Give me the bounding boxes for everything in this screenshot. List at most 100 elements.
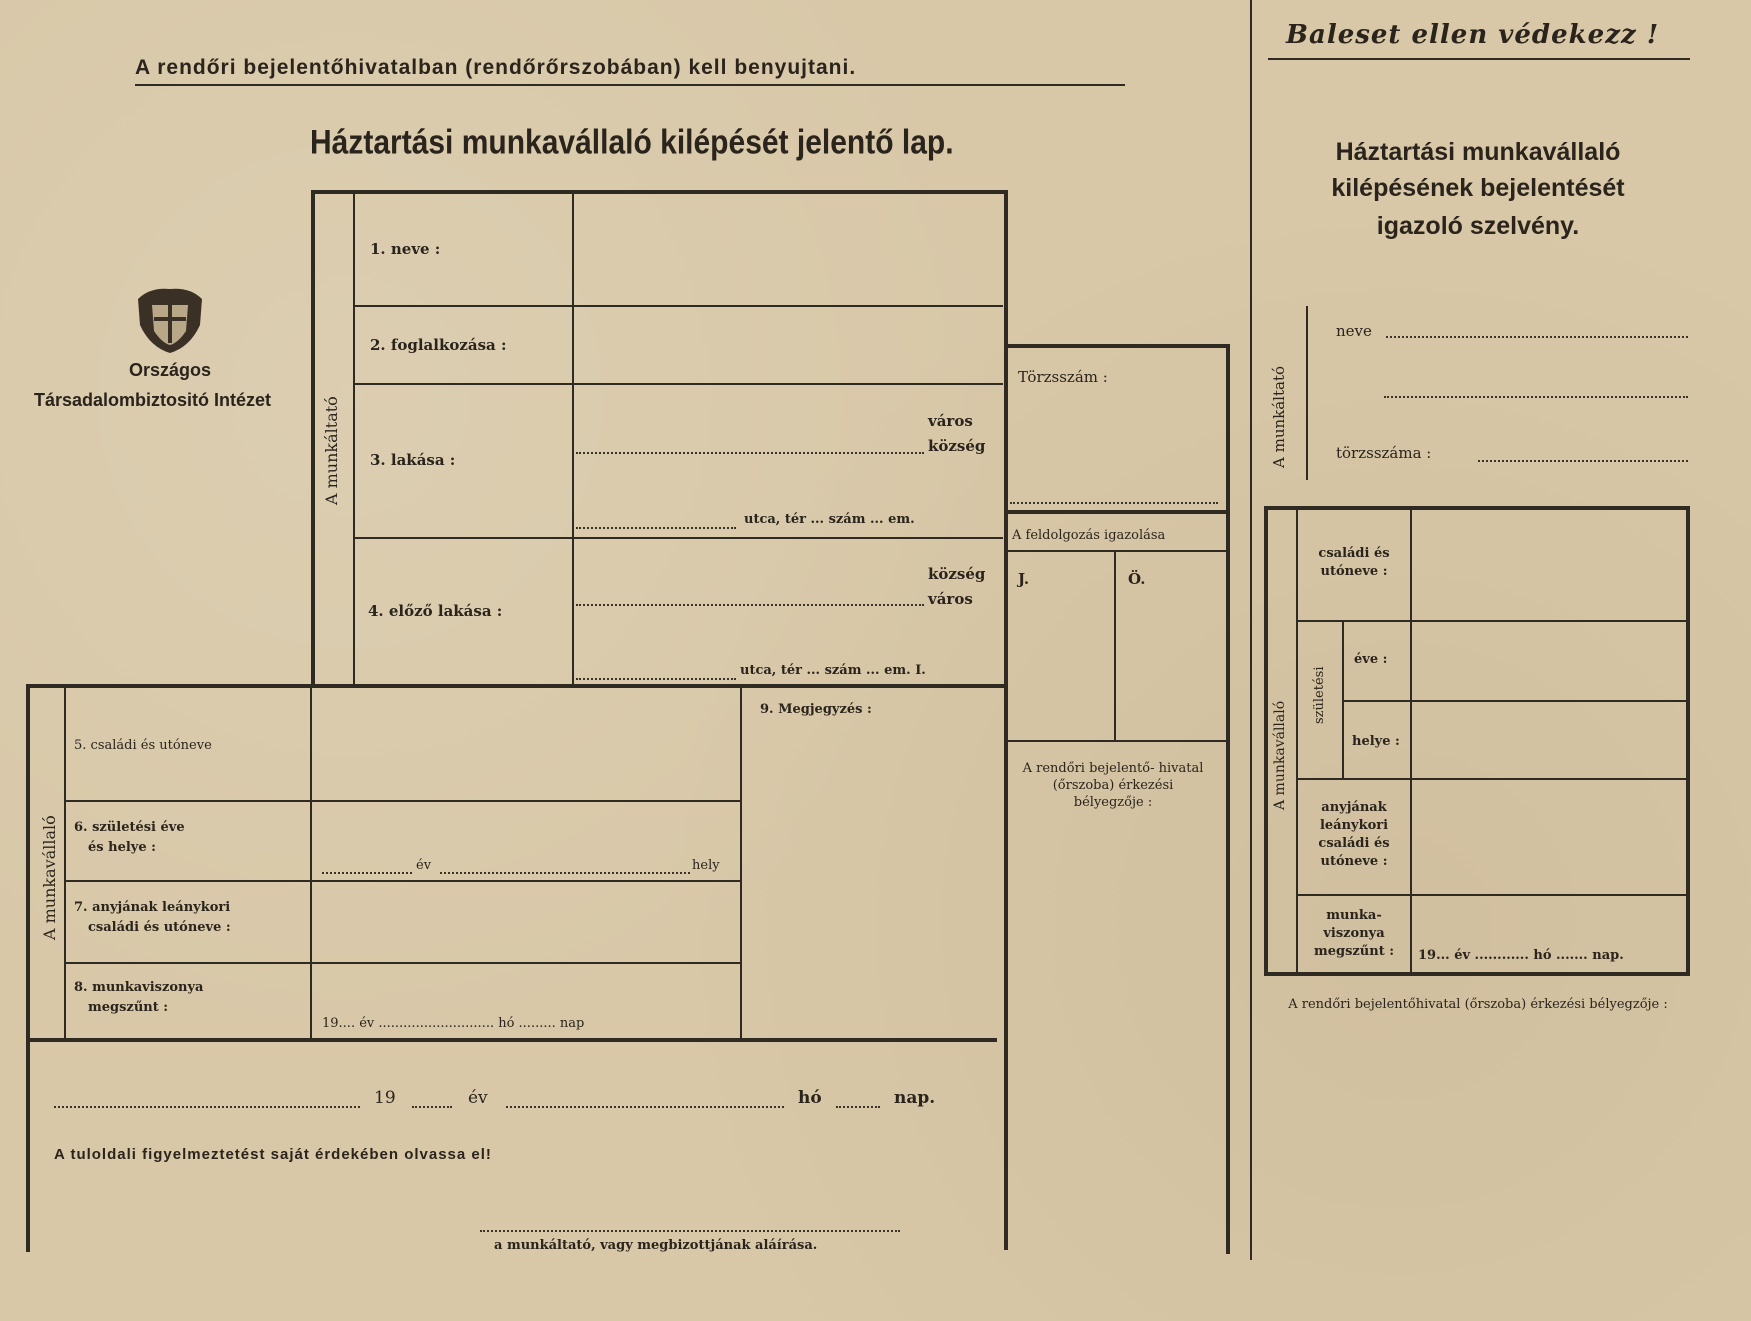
stub-szuletes-label: születési: [1312, 666, 1327, 725]
stub-eve-label: éve :: [1354, 652, 1388, 667]
emp-row1-divider: [66, 800, 740, 802]
stub-birth-divider: [1342, 622, 1344, 778]
row1-divider: [355, 305, 1003, 307]
stub-torzsszama-label: törzsszáma :: [1336, 444, 1432, 462]
stub-box-left: [1264, 506, 1268, 976]
footer-ev: év: [468, 1088, 488, 1108]
footer-place-line: [54, 1106, 360, 1108]
employee-box-left: [26, 684, 30, 1252]
footer-warning: A tuloldali figyelmeztetést saját érdeké…: [54, 1146, 492, 1163]
address-street-line: [576, 527, 736, 529]
employer-occupation-label: 2. foglalkozása :: [370, 336, 507, 354]
stub-row2: [1298, 778, 1686, 780]
varos2-label: város: [928, 590, 973, 608]
employer-field-divider: [572, 194, 574, 684]
instruction-underline: [135, 84, 1125, 86]
employer-box-right: [1004, 190, 1008, 1250]
slogan-underline: [1268, 58, 1690, 60]
torzsszam-line: [1010, 502, 1218, 504]
registry-divider: [1006, 510, 1228, 514]
birth-ev-label: év: [416, 858, 432, 873]
mother-label-a: 7. anyjának leánykori: [74, 900, 231, 915]
row3-divider: [355, 537, 1003, 539]
employer-label-divider: [353, 194, 355, 684]
stub-box-bottom: [1264, 972, 1690, 976]
employer-box-top: [312, 190, 1008, 194]
employer-side-label: A munkáltató: [322, 396, 341, 505]
police-stamp-label: A rendőri bejelentő- hivatal (őrszoba) é…: [1022, 761, 1204, 810]
stub-helye-label: helye :: [1352, 734, 1400, 749]
kozseg-label: község: [928, 437, 986, 455]
stub-row-mid: [1344, 700, 1686, 702]
employer-prev-address-label: 4. előző lakása :: [368, 602, 503, 620]
footer-year-line: [412, 1106, 452, 1108]
stub-date-line: 19... év ............ hó ....... nap.: [1418, 948, 1624, 963]
footer-19: 19: [374, 1088, 396, 1108]
varos-label: város: [928, 412, 973, 430]
stub-torzsszama-line: [1478, 460, 1688, 462]
org-line2: Társadalombiztositó Intézet: [34, 390, 272, 410]
employer-box-left: [311, 190, 315, 685]
birth-hely-label: hely: [692, 858, 720, 873]
stub-title2: kilépésének bejelentését: [1331, 174, 1625, 202]
stub-row1: [1298, 620, 1686, 622]
employer-address-label: 3. lakása :: [370, 451, 456, 469]
street2-label: utca, tér ... szám ... em. I.: [740, 663, 926, 678]
stub-stamp-label: A rendőri bejelentőhivatal (őrszoba) érk…: [1288, 997, 1668, 1012]
end-date-line: 19.... év ............................ h…: [322, 1016, 585, 1031]
footer-nap: nap.: [894, 1088, 936, 1108]
stub-box-top: [1264, 506, 1690, 510]
birth-label-b: és helye :: [88, 840, 156, 855]
end-label-b: megszűnt :: [88, 1000, 169, 1015]
emp-row3-divider: [66, 962, 740, 964]
street-label: utca, tér ... szám ... em.: [744, 512, 915, 527]
stub-employer-bracket: [1306, 306, 1308, 480]
stub-employer-label: A munkáltató: [1270, 365, 1288, 468]
stub-munka3: megszűnt :: [1313, 944, 1395, 959]
employer-name-label: 1. neve :: [370, 240, 441, 258]
birth-place-line: [440, 872, 690, 874]
stamp-divider: [1006, 740, 1228, 742]
org-line1: Országos: [128, 360, 212, 380]
perforation-line: [1250, 0, 1252, 1260]
o-label: Ö.: [1128, 570, 1146, 588]
stub-anyja3: családi és: [1318, 836, 1390, 851]
feldolgozas-divider: [1006, 550, 1228, 552]
stub-label-divider: [1296, 510, 1298, 972]
stub-neve-line2: [1384, 396, 1688, 398]
address-city-line: [576, 452, 924, 454]
mother-label-b: családi és utóneve :: [88, 920, 231, 935]
stub-anyja1: anyjának: [1321, 800, 1387, 815]
employee-field-divider: [310, 688, 312, 1038]
footer-month-line: [506, 1106, 784, 1108]
stub-title3: igazoló szelvény.: [1376, 212, 1580, 240]
end-label-a: 8. munkaviszonya: [74, 980, 204, 995]
prev-city-line: [576, 604, 924, 606]
signature-line: [480, 1230, 900, 1232]
stub-field-divider: [1410, 510, 1412, 972]
j-o-divider: [1114, 552, 1116, 740]
stub-slogan: Baleset ellen védekezz !: [1286, 20, 1660, 50]
emp-row2-divider: [66, 880, 740, 882]
kozseg2-label: község: [928, 565, 986, 583]
stub-munka2: viszonya: [1323, 926, 1385, 941]
footer-day-line: [836, 1106, 880, 1108]
instruction-text: A rendőri bejelentőhivatalban (rendőrőrs…: [135, 56, 857, 79]
employee-name-label: 5. családi és utóneve: [74, 738, 212, 753]
remarks-label: 9. Megjegyzés :: [760, 702, 872, 717]
logo: [130, 285, 210, 355]
stub-row3: [1298, 894, 1686, 896]
signature-label: a munkáltató, vagy megbizottjának aláírá…: [494, 1238, 818, 1253]
stub-anyja2: leánykori: [1319, 818, 1389, 833]
employee-side-label: A munkavállaló: [40, 815, 59, 940]
j-label: J.: [1018, 570, 1030, 588]
employee-box-top: [27, 684, 1007, 688]
birth-year-line: [322, 872, 412, 874]
employee-box-bottom: [27, 1038, 997, 1042]
registry-box-right: [1226, 344, 1230, 1254]
page-title: Háztartási munkavállaló kilépését jelent…: [310, 123, 954, 162]
stub-title1: Háztartási munkavállaló: [1335, 138, 1621, 166]
feldolgozas-label: A feldolgozás igazolása: [1012, 528, 1166, 543]
stub-box-right: [1686, 506, 1690, 976]
stub-csaladi2: utóneve :: [1320, 564, 1388, 579]
